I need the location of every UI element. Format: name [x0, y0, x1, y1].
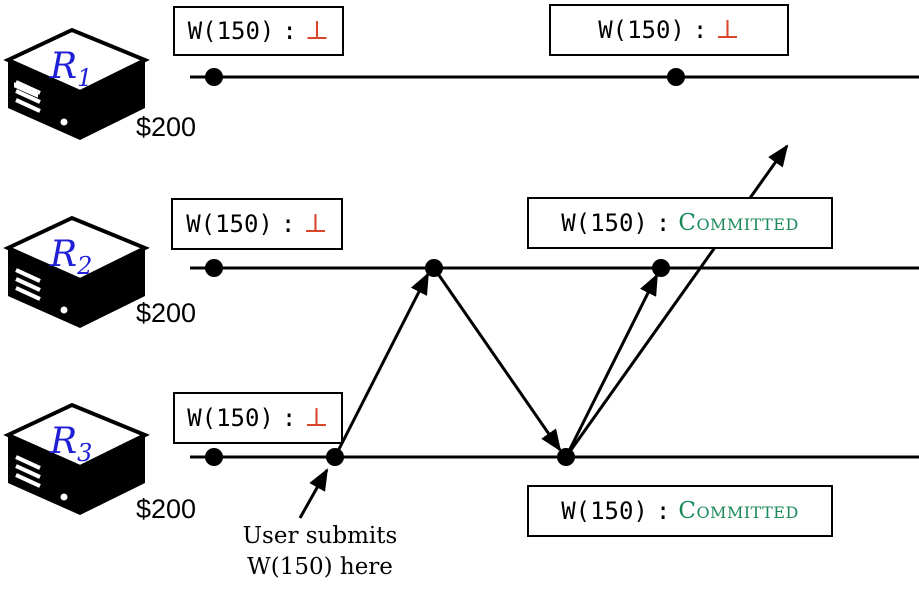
state-label-r1-later: W(150):⊥: [549, 4, 789, 56]
state-label-r3-committed: W(150):Committed: [527, 485, 833, 537]
event-dot: [326, 448, 344, 466]
message-arrow: [432, 267, 562, 452]
message-arrow: [564, 273, 659, 458]
balance-r2: $200: [136, 298, 197, 328]
event-dot: [205, 259, 223, 277]
state-label-r1-initial: W(150):⊥: [173, 6, 344, 56]
event-dot: [652, 259, 670, 277]
balance-r1: $200: [136, 112, 197, 142]
state-label-r2-initial: W(150):⊥: [171, 198, 343, 250]
replica-label: R2: [49, 234, 92, 280]
server-r2-icon: R2: [3, 215, 150, 328]
replica-label: R1: [49, 46, 92, 92]
user-submit-annotation: User submits W(150) here: [230, 521, 410, 583]
replica-label: R3: [49, 421, 92, 467]
server-r3-icon: R3: [3, 402, 150, 515]
annotation-line-2: W(150) here: [247, 554, 393, 580]
event-dot: [205, 448, 223, 466]
event-dot: [667, 68, 685, 86]
server-r1-icon: R1: [3, 27, 150, 140]
message-arrow: [333, 272, 430, 458]
annotation-line-1: User submits: [242, 523, 398, 549]
event-dot: [205, 68, 223, 86]
message-arrow: [564, 144, 789, 458]
state-label-r2-committed: W(150):Committed: [527, 197, 833, 249]
event-dot: [425, 259, 443, 277]
state-label-r3-initial: W(150):⊥: [173, 392, 343, 444]
pointer-arrow: [298, 468, 329, 519]
event-dot: [557, 448, 575, 466]
balance-r3: $200: [136, 494, 197, 524]
